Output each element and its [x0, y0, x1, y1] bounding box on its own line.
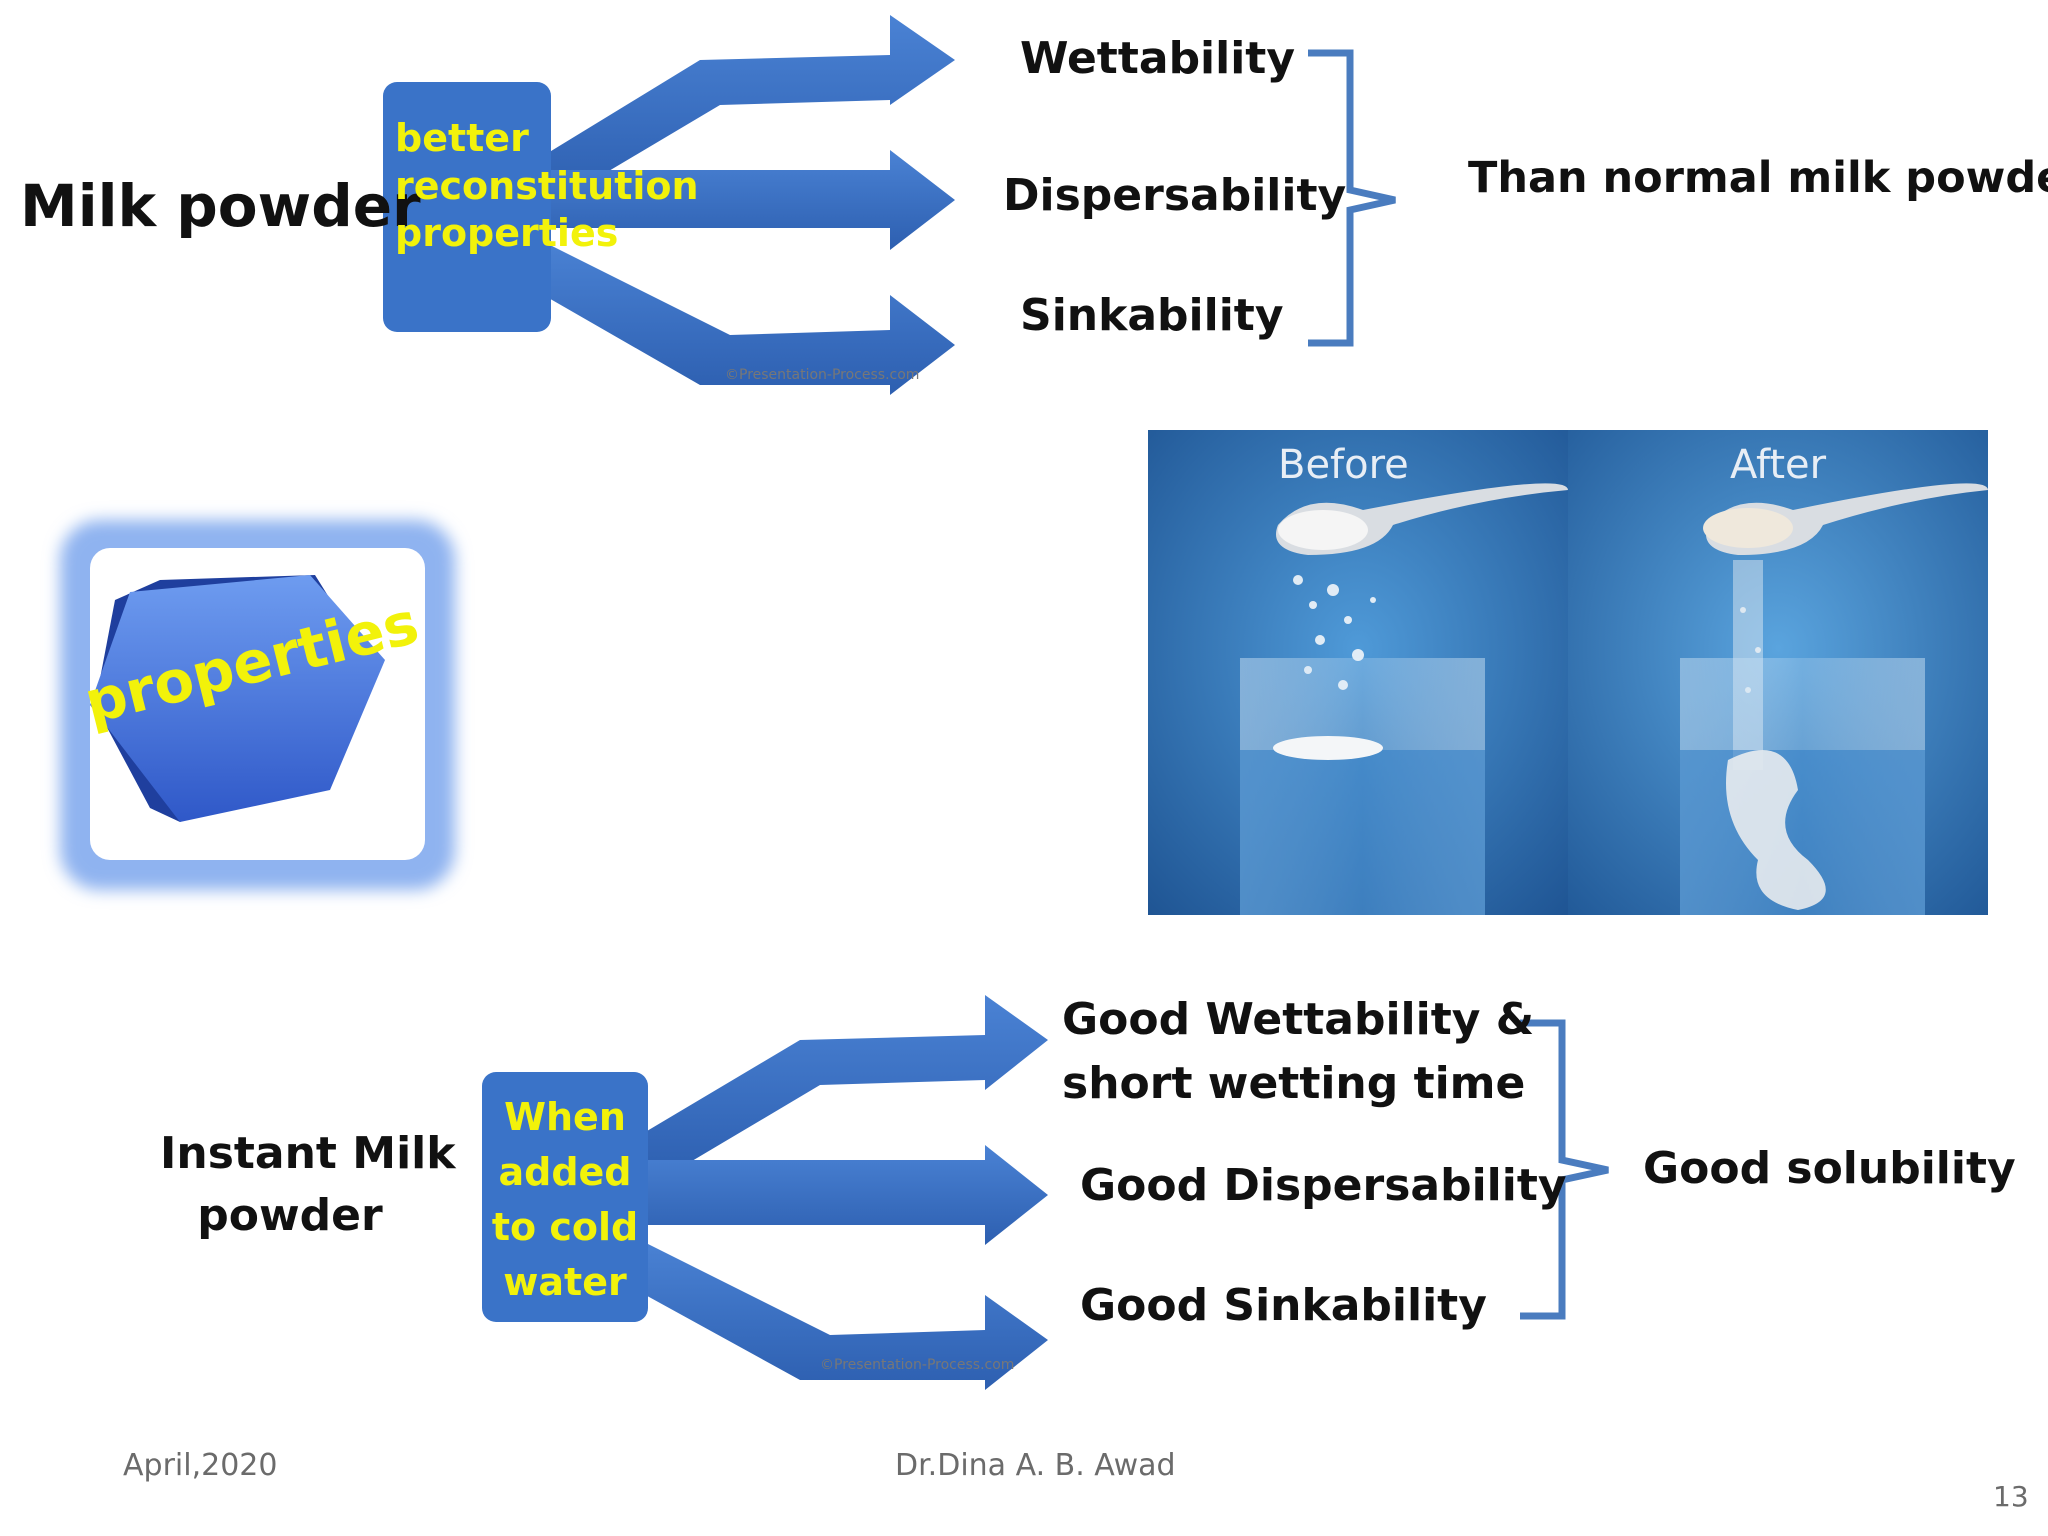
top-arrow-group — [383, 15, 955, 395]
bottom-conclusion: Good solubility — [1643, 1143, 2016, 1194]
before-label: Before — [1278, 442, 1409, 488]
bottom-output-wettability: Good Wettability & short wetting time — [1062, 988, 1534, 1116]
bottom-subject: Instant Milk powder — [160, 1123, 456, 1246]
bottom-box — [482, 1072, 648, 1322]
bottom-bracket — [1520, 1019, 1609, 1320]
before-after-photo: Before After — [1148, 430, 1988, 915]
top-output-sinkability: Sinkability — [1020, 290, 1284, 341]
top-output-dispersability: Dispersability — [1003, 170, 1347, 221]
top-box-line-2: reconstitution — [395, 163, 699, 208]
bottom-box-line-3: to cold — [491, 1205, 639, 1250]
top-box-line-3: properties — [395, 211, 619, 255]
properties-badge — [60, 520, 455, 890]
bottom-arrow-upper — [615, 995, 1048, 1180]
top-arrow-lower — [500, 240, 955, 395]
top-box-line-1: better — [395, 116, 529, 160]
bottom-subject-line-1: Instant Milk — [160, 1128, 456, 1179]
top-box — [383, 82, 551, 332]
bottom-arrow-lower — [600, 1240, 1048, 1390]
bottom-arrow-group — [482, 995, 1048, 1390]
bottom-box-line-4: water — [503, 1260, 627, 1305]
page-number: 13 — [1993, 1480, 2029, 1513]
top-output-wettability: Wettability — [1020, 33, 1296, 84]
top-bracket — [1308, 49, 1396, 347]
bottom-arrow-middle — [615, 1145, 1048, 1245]
top-arrow-middle — [520, 150, 955, 250]
top-conclusion: Than normal milk powder. — [1468, 153, 2048, 203]
top-subject: Milk powder — [20, 172, 421, 240]
bottom-box-line-2: added — [498, 1150, 632, 1195]
top-arrow-upper — [520, 15, 955, 200]
bottom-output-wettability-line-1: Good Wettability & — [1062, 994, 1535, 1045]
bottom-output-wettability-line-2: short wetting time — [1062, 1057, 1526, 1109]
bottom-box-line-1: When — [504, 1095, 626, 1139]
bottom-subject-line-2: powder — [197, 1189, 383, 1241]
top-box-text: better reconstitution properties — [395, 115, 699, 258]
bottom-watermark: ©Presentation-Process.com — [820, 1357, 1015, 1373]
footer-author: Dr.Dina A. B. Awad — [895, 1448, 1176, 1483]
photo-illustration — [1148, 430, 1988, 915]
top-watermark: ©Presentation-Process.com — [725, 367, 920, 383]
bottom-box-text: When added to cold water — [482, 1090, 648, 1310]
footer-date: April,2020 — [123, 1448, 278, 1483]
bottom-output-sinkability: Good Sinkability — [1080, 1280, 1487, 1331]
bottom-output-dispersability: Good Dispersability — [1080, 1160, 1567, 1211]
after-label: After — [1730, 442, 1827, 488]
